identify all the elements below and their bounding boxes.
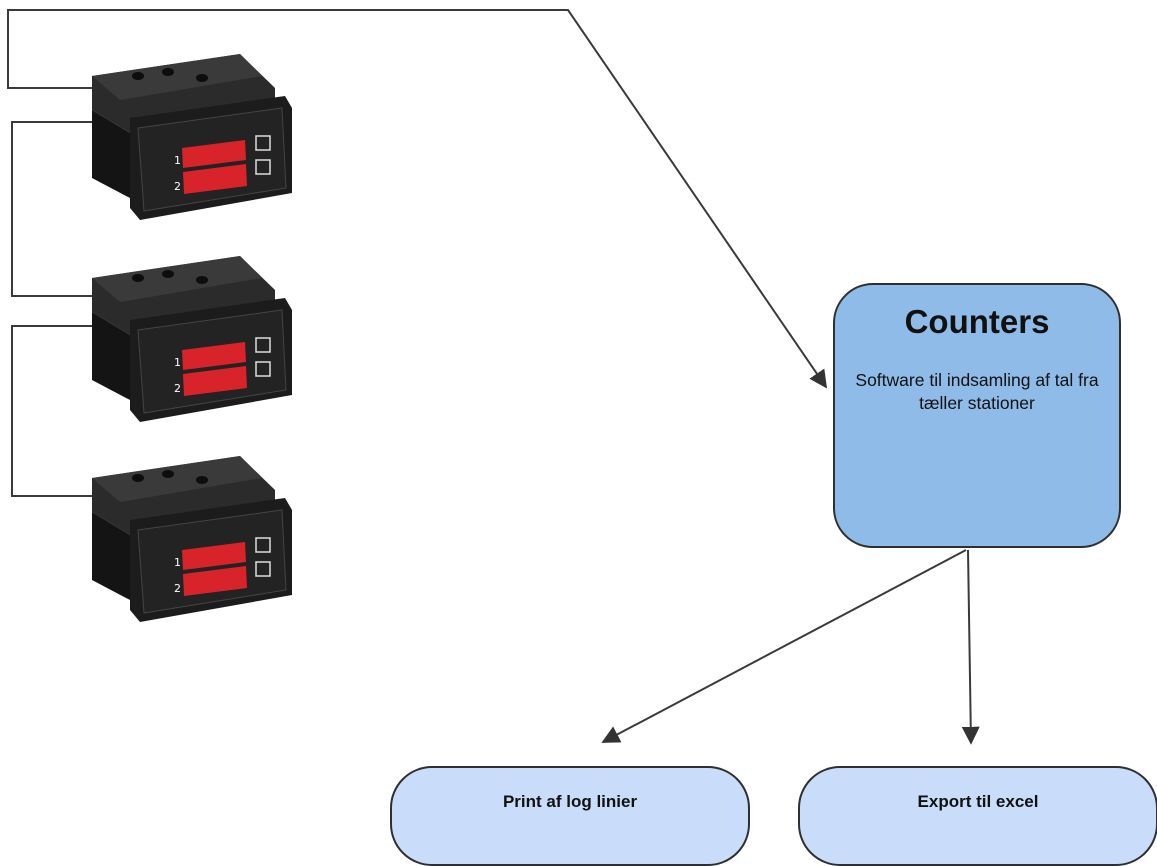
display-row-1-label: 1 <box>174 556 181 569</box>
counter-device-1: 1 2 A B <box>90 48 295 228</box>
display-row-1-label: 1 <box>174 356 181 369</box>
arrow-to-print <box>601 549 967 743</box>
display-row-2-label: 2 <box>174 382 181 395</box>
counters-title: Counters <box>904 303 1050 340</box>
display-row-2-label: 2 <box>174 180 181 193</box>
print-log-label: Print af log linier <box>502 792 638 811</box>
chain-line-1-2 <box>11 121 92 297</box>
display-row-1-label: 1 <box>174 154 181 167</box>
counters-description: Software til indsamling af tal fra tælle… <box>855 370 1099 413</box>
counter-device-icon: 1 2 A B <box>92 256 292 422</box>
chain-line-2-3 <box>11 325 92 497</box>
bus-line-to-counters <box>7 9 828 389</box>
export-excel-label: Export til excel <box>917 792 1039 811</box>
counter-device-3: 1 2 A B <box>90 450 295 630</box>
counters-node: Counters Software til indsamling af tal … <box>833 283 1121 548</box>
arrow-to-export <box>961 549 980 745</box>
export-excel-node: Export til excel <box>798 766 1157 866</box>
counter-device-2: 1 2 A B <box>90 250 295 430</box>
display-row-2-label: 2 <box>174 582 181 595</box>
counter-device-icon: 1 2 A B <box>92 54 292 220</box>
counter-device-icon: 1 2 A B <box>92 456 292 622</box>
print-log-node: Print af log linier <box>390 766 750 866</box>
